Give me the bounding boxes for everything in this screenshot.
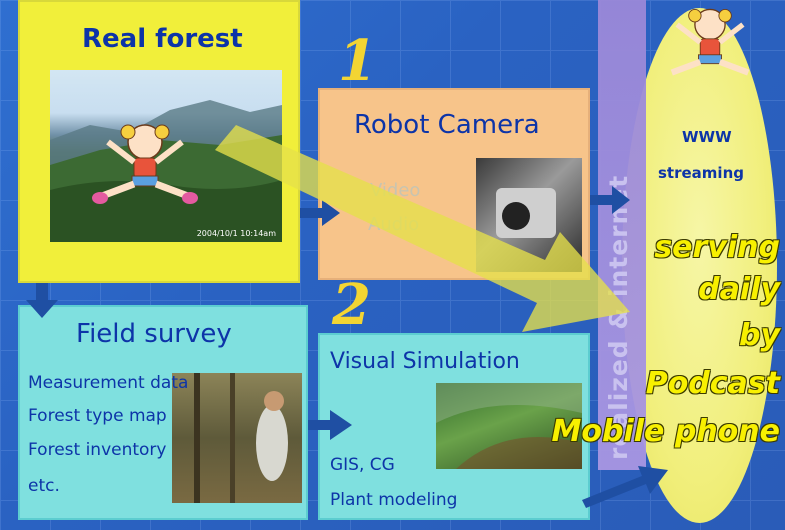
real-forest-title: Real forest xyxy=(82,24,243,54)
photo-caption: 2004/10/1 10:14am xyxy=(196,229,276,238)
field-survey-title: Field survey xyxy=(76,319,232,349)
serving-line-0: serving xyxy=(654,230,780,265)
survey-photo xyxy=(172,373,302,503)
robot-camera-title: Robot Camera xyxy=(354,110,540,140)
serving-line-4: Mobile phone xyxy=(551,414,780,449)
visual-item-1: Plant modeling xyxy=(330,490,458,510)
survey-svg xyxy=(194,373,288,503)
simulation-photo xyxy=(436,383,582,469)
visual-simulation-title: Visual Simulation xyxy=(330,349,520,374)
streaming-label: streaming xyxy=(658,164,744,182)
visual-item-0: GIS, CG xyxy=(330,455,395,475)
output-ellipse xyxy=(622,8,777,523)
real-forest-box: Real forest 2004/10/1 10:14am xyxy=(18,0,300,283)
serving-line-1: daily xyxy=(698,272,780,307)
arrow-field-to-visual xyxy=(308,410,352,440)
field-item-0: Measurement data xyxy=(28,373,189,393)
field-item-3: etc. xyxy=(28,476,60,496)
step-number-2: 2 xyxy=(332,272,371,338)
girl-mascot-top-icon xyxy=(670,8,750,76)
arrow-forest-to-robot xyxy=(300,200,340,226)
step-number-1: 1 xyxy=(338,28,377,94)
big-yellow-arrow xyxy=(215,125,630,332)
field-item-2: Forest inventory xyxy=(28,440,167,460)
www-label: WWW xyxy=(682,128,732,146)
serving-line-2: by xyxy=(738,318,780,353)
internet-band xyxy=(598,0,646,470)
field-survey-box: Field survey Measurement data Forest typ… xyxy=(18,305,308,520)
serving-line-3: Podcast xyxy=(645,366,780,401)
camera-svg xyxy=(496,188,556,238)
field-item-1: Forest type map xyxy=(28,406,167,426)
arrow-visual-to-mobile xyxy=(582,466,668,508)
arrow-robot-to-www xyxy=(590,186,630,214)
visual-simulation-box: Visual Simulation GIS, CG Plant modeling xyxy=(318,333,590,520)
arrow-down xyxy=(26,283,58,318)
simulation-svg xyxy=(436,383,582,469)
girl-mascot-icon xyxy=(92,124,198,204)
